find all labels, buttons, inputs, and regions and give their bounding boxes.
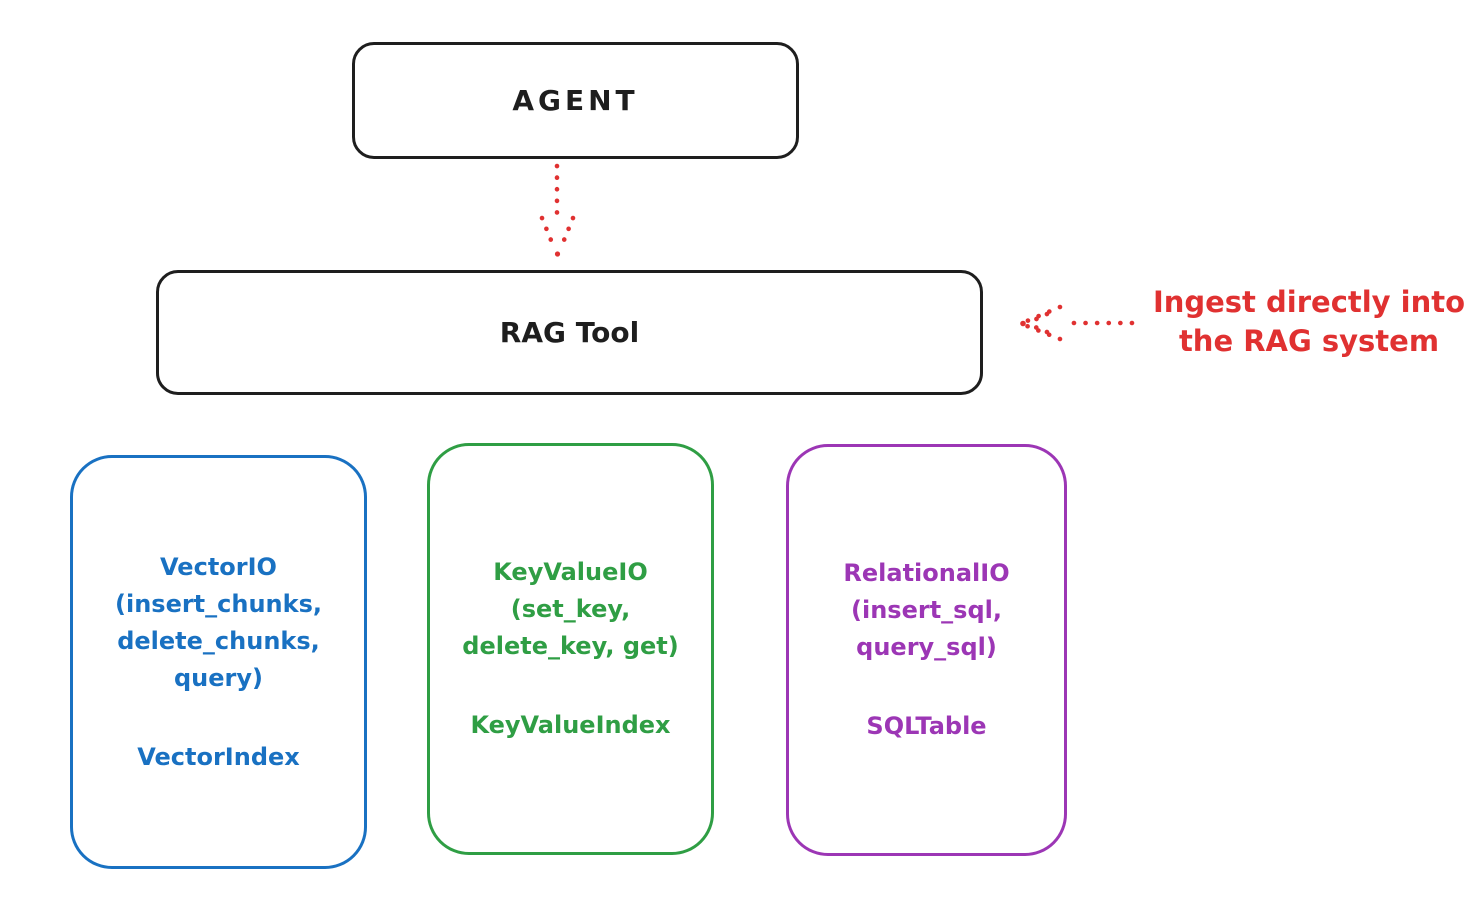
provider-index-keyvalue-io: KeyValueIndex	[470, 711, 671, 739]
provider-index-vector-io: VectorIndex	[137, 742, 300, 771]
arrow-wing-upper	[1024, 304, 1063, 324]
arrow-wing-right	[557, 215, 576, 253]
provider-index-relational-io: SQLTable	[866, 712, 987, 740]
arrow-wing-lower-inner	[1025, 321, 1050, 335]
arrow-tip	[554, 251, 561, 257]
provider-node-relational-io: RelationalIO (insert_sql, query_sql) SQL…	[786, 444, 1067, 856]
provider-title-vector-io: VectorIO (insert_chunks, delete_chunks, …	[115, 552, 322, 692]
dotted-left-arrow	[1020, 304, 1135, 342]
agent-label: AGENT	[512, 84, 639, 117]
provider-node-vector-io: VectorIO (insert_chunks, delete_chunks, …	[70, 455, 367, 869]
arrow-tip	[1020, 320, 1026, 327]
rag-tool-node: RAG Tool	[156, 270, 983, 395]
dotted-down-arrow	[539, 163, 576, 257]
provider-node-keyvalue-io: KeyValueIO (set_key, delete_key, get) Ke…	[427, 443, 714, 855]
arrow-wing-lower	[1024, 323, 1063, 342]
provider-title-keyvalue-io: KeyValueIO (set_key, delete_key, get)	[462, 558, 679, 660]
rag-tool-label: RAG Tool	[499, 316, 640, 349]
arrow-wing-left	[539, 215, 558, 253]
annotation-ingest-note: Ingest directly into the RAG system	[1152, 285, 1466, 358]
arrow-wing-upper-inner	[1025, 311, 1050, 326]
agent-node: AGENT	[352, 42, 799, 159]
provider-title-relational-io: RelationalIO (insert_sql, query_sql)	[843, 559, 1010, 661]
